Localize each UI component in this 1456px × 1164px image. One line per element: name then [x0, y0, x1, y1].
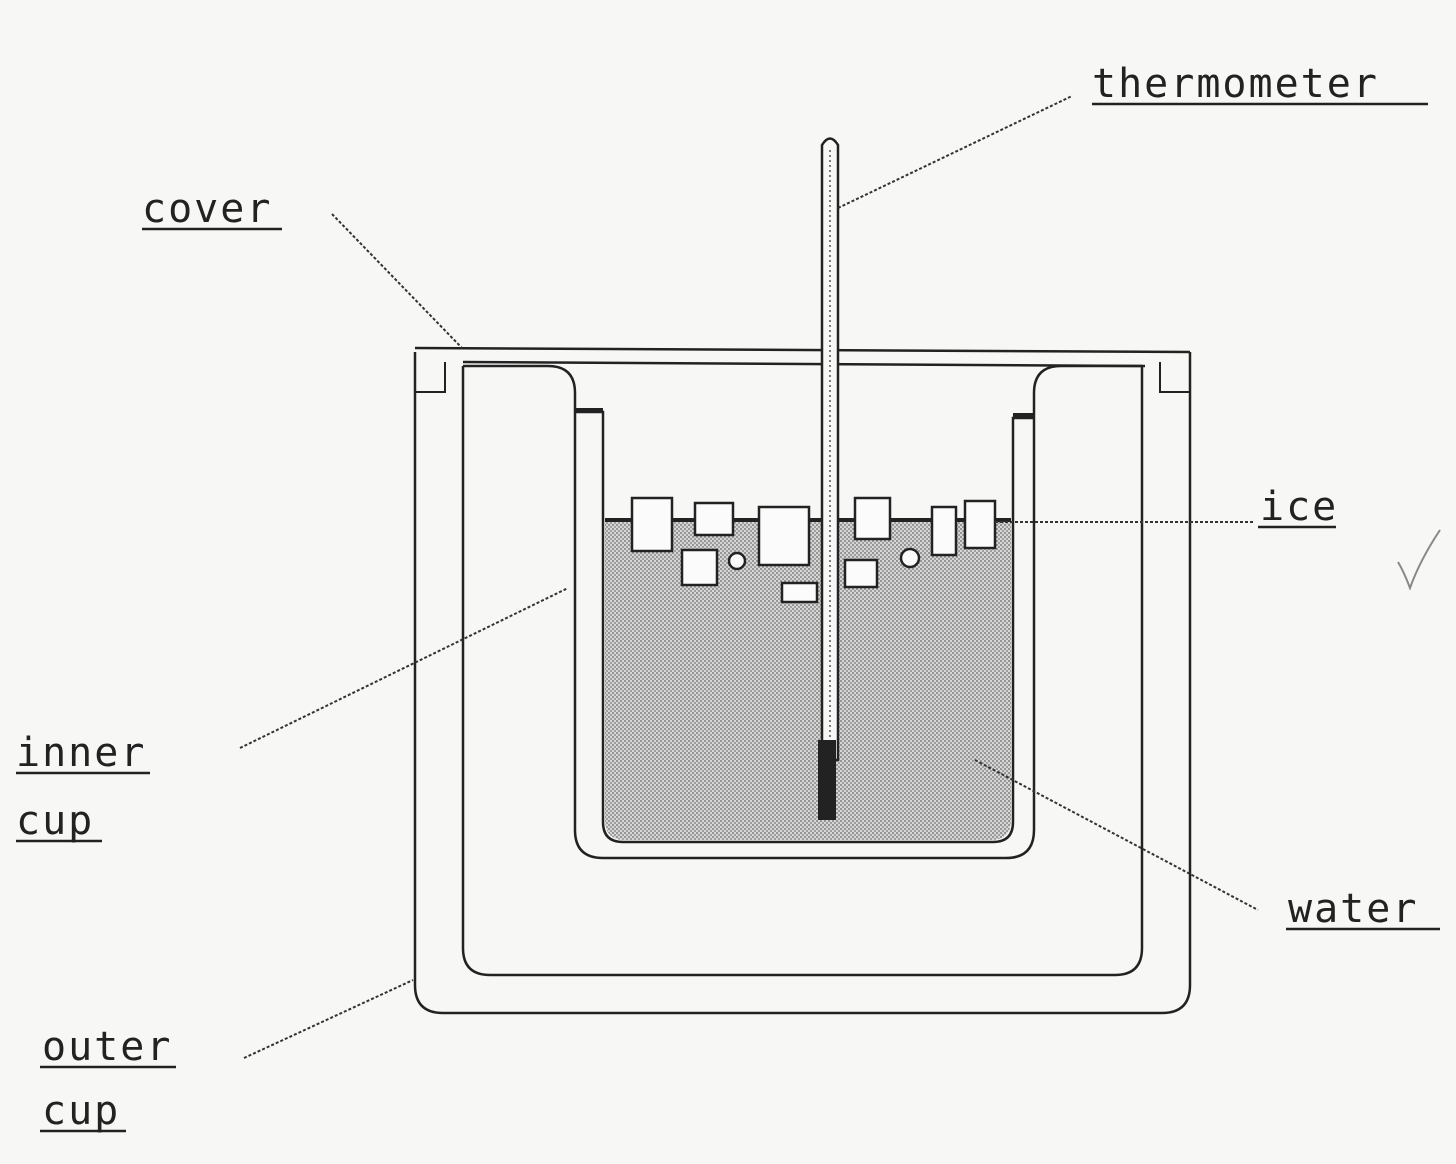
thermometer — [818, 137, 840, 820]
middle-cup — [461, 366, 1144, 977]
water — [605, 520, 1011, 840]
ice-cubes — [630, 496, 997, 604]
label-water: water — [1288, 886, 1418, 932]
label-inner-cup-line1: inner — [16, 730, 146, 776]
inner-cup-rim-left — [575, 408, 603, 413]
label-thermometer: thermometer — [1092, 61, 1379, 107]
thermometer-bulb — [818, 740, 836, 820]
label-inner-cup-line2: cup — [16, 798, 94, 844]
outer-cup — [413, 352, 1192, 1015]
label-cover: cover — [142, 186, 272, 232]
thermometer-leader — [837, 95, 1073, 209]
check-mark — [1397, 529, 1441, 591]
cover-leader — [331, 213, 463, 349]
inner-cup-inner-wall — [575, 410, 1034, 844]
label-outer-cup-line1: outer — [42, 1024, 172, 1070]
outer-cup-rim-left — [415, 362, 446, 393]
inner-cup-leader — [239, 587, 569, 749]
outer-cup-leader — [243, 979, 414, 1059]
water-leader — [974, 759, 1259, 911]
outer-cup-rim-right — [1159, 362, 1190, 393]
inner-cup — [463, 364, 1142, 860]
label-outer-cup-line2: cup — [42, 1088, 120, 1134]
cover — [414, 346, 1191, 368]
label-ice: ice — [1260, 484, 1338, 530]
inner-cup-rim-right — [1013, 413, 1034, 418]
